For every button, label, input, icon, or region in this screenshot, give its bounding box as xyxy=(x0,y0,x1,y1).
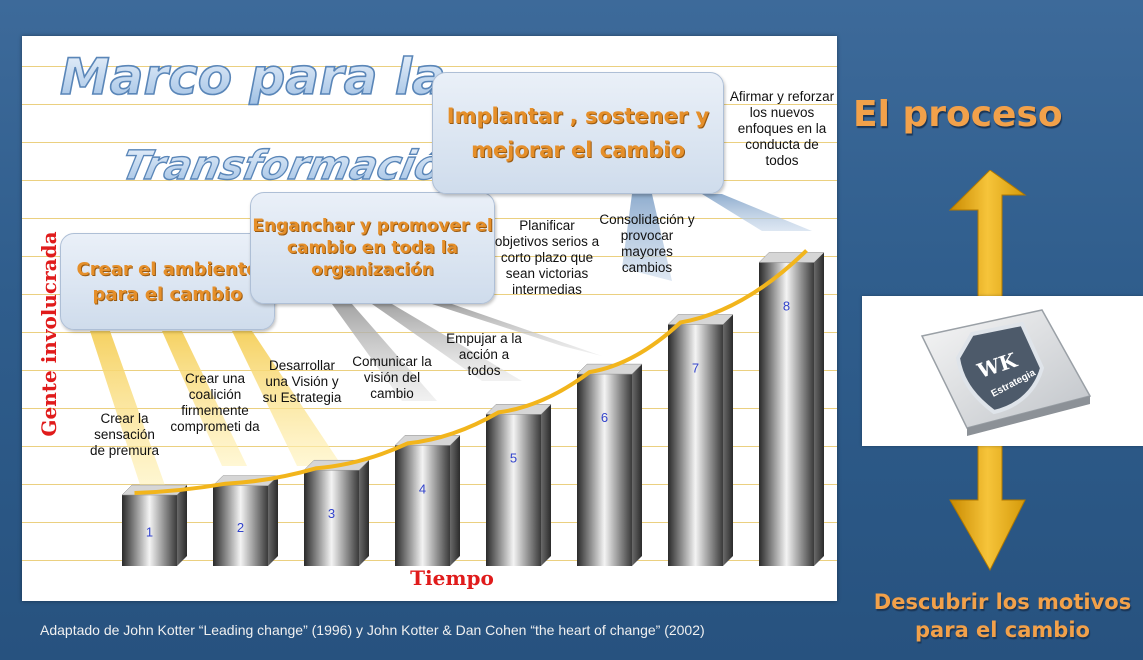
bar-side xyxy=(541,404,551,566)
callout-beam xyxy=(372,304,522,381)
logo-card: WK Estrategia xyxy=(862,296,1143,446)
step-label-7: Consolidación y provocar mayores cambios xyxy=(599,212,695,275)
bar-side xyxy=(177,485,187,566)
title-line2: Transformación xyxy=(118,141,477,188)
callout-text: Enganchar y promover el cambio en toda l… xyxy=(252,216,493,280)
y-axis-label: Gente involucrada xyxy=(37,231,61,437)
step-bar-4: 4 xyxy=(394,435,461,566)
step-bar-8: 8 xyxy=(758,252,825,566)
step-label-5: Empujar a la acción a todos xyxy=(446,331,522,378)
step-number: 6 xyxy=(601,410,608,425)
bar-side xyxy=(814,252,824,566)
callout-create-environment: Crear el ambiente para el cambio xyxy=(60,233,275,330)
bar-side xyxy=(359,460,369,566)
step-label-8: Afirmar y reforzar los nuevos enfoques e… xyxy=(729,89,835,168)
step-bar-1: 1 xyxy=(121,484,188,566)
bar-front xyxy=(122,495,177,566)
bar-front xyxy=(759,262,814,566)
step-bar-2: 2 xyxy=(212,475,279,566)
gridline xyxy=(22,408,837,409)
step-label-3: Desarrollar una Visión y su Estrategia xyxy=(262,358,342,405)
bar-top xyxy=(758,252,825,263)
step-label-6: Planificar objetivos serios a corto plaz… xyxy=(494,218,600,297)
gridline xyxy=(22,104,837,105)
bar-side xyxy=(450,435,460,566)
bar-front xyxy=(304,470,359,566)
title-wordart: Marco para la Transformación xyxy=(59,47,477,189)
bar-front xyxy=(486,414,541,566)
staircase-diagram: 1 2 3 4 5 6 7 8 xyxy=(90,194,825,566)
wk-estrategia-logo: WK Estrategia xyxy=(920,309,1092,436)
bar-front xyxy=(668,324,723,566)
gridline xyxy=(22,370,837,371)
step-number: 7 xyxy=(692,361,699,376)
callout-text: Implantar , sostener y mejorar el cambio xyxy=(446,104,710,162)
step-bars: 1 2 3 4 5 6 7 8 xyxy=(121,252,825,566)
step-label-2: Crear una coalición firmemente compromet… xyxy=(170,371,260,434)
side-subtitle: Descubrir los motivos para el cambio xyxy=(873,590,1132,642)
bar-side xyxy=(632,364,642,566)
shield-icon xyxy=(955,321,1045,415)
step-label-4: Comunicar la visión del cambio xyxy=(352,354,432,401)
bar-front xyxy=(213,485,268,566)
source-citation: Adaptado de John Kotter “Leading change”… xyxy=(40,622,705,638)
bar-side xyxy=(268,475,278,566)
callout-beam xyxy=(332,304,437,401)
gridline xyxy=(22,180,837,181)
double-arrow-icon xyxy=(948,170,1027,572)
step-number: 4 xyxy=(419,481,426,496)
step-number: 5 xyxy=(510,450,517,465)
callout-text: Crear el ambiente para el cambio xyxy=(76,258,259,305)
step-number: 8 xyxy=(783,299,790,314)
bar-side xyxy=(723,314,733,566)
step-label-1: Crear la sensación de premura xyxy=(89,411,160,458)
callout-beam xyxy=(162,331,247,466)
diagram-panel: Marco para la Transformación xyxy=(22,36,837,601)
side-title: El proceso xyxy=(853,94,1063,135)
callout-beam xyxy=(232,331,342,466)
x-axis-label: Tiempo xyxy=(410,566,494,590)
callout-implant-sustain: Implantar , sostener y mejorar el cambio xyxy=(432,72,724,194)
callout-beams xyxy=(90,194,812,491)
callout-engage-promote: Enganchar y promover el cambio en toda l… xyxy=(250,192,495,304)
callout-beam xyxy=(702,194,812,231)
step-bar-5: 5 xyxy=(485,404,552,566)
callout-beam xyxy=(90,331,167,491)
title-line1: Marco para la xyxy=(60,48,446,106)
step-bar-3: 3 xyxy=(303,459,370,566)
step-number: 1 xyxy=(146,525,153,540)
callout-beam xyxy=(432,304,602,356)
callout-beam xyxy=(622,194,672,281)
bar-front xyxy=(395,445,450,566)
growth-curve xyxy=(134,249,808,495)
step-bar-7: 7 xyxy=(667,314,734,566)
gridline xyxy=(22,66,837,67)
bar-front xyxy=(577,374,632,566)
gridline xyxy=(22,142,837,143)
step-bar-6: 6 xyxy=(576,363,643,566)
step-number: 3 xyxy=(328,506,335,521)
step-number: 2 xyxy=(237,520,244,535)
